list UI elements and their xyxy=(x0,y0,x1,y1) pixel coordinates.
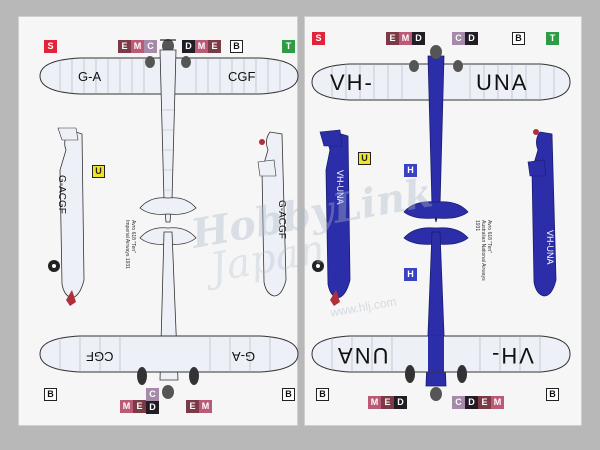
right-bottom-wing-reg-right: VH- xyxy=(490,343,534,368)
badge-right-top-s: S xyxy=(312,32,325,45)
badge-right-h2: H xyxy=(404,268,417,281)
right-top-wing-reg-left: VH- xyxy=(330,70,374,95)
left-bottom-nose-engine xyxy=(162,385,174,399)
badge-right-h1: H xyxy=(404,164,417,177)
badge-left-top-e1: E xyxy=(118,40,131,53)
right-engine-1 xyxy=(409,60,419,72)
left-side-view-reg: G-ACGF xyxy=(56,175,67,214)
badge-right-bottom-e1: E xyxy=(381,396,394,409)
right-caption-title: Avro 618 "Ten" xyxy=(486,220,492,253)
badge-right-top-d2: D xyxy=(465,32,478,45)
left-engine-nose xyxy=(162,39,174,53)
left-engine-2 xyxy=(181,56,191,68)
left-top-wing-ribs xyxy=(59,58,281,94)
badge-right-bottom-b2: B xyxy=(546,388,559,401)
right-bottom-gear-2 xyxy=(457,365,467,383)
badge-right-top-m: M xyxy=(399,32,412,45)
left-bottom-wing-reg-right: G-A xyxy=(232,349,256,364)
badge-left-top-d: D xyxy=(182,40,195,53)
left-side-view-tail xyxy=(57,127,79,141)
right-side-view2-tail xyxy=(527,159,547,177)
badge-left-bottom-b1: B xyxy=(44,388,57,401)
badge-right-bottom-e2: E xyxy=(478,396,491,409)
badge-right-top-e: E xyxy=(386,32,399,45)
badge-left-top-e2: E xyxy=(208,40,221,53)
badge-left-bottom-c: C xyxy=(146,388,159,401)
left-top-tailplane xyxy=(139,197,197,215)
badge-right-bottom-d1: D xyxy=(394,396,407,409)
badge-right-bottom-b1: B xyxy=(316,388,329,401)
left-bottom-gear-2 xyxy=(189,367,199,385)
right-side-view2-fuselage xyxy=(531,131,557,297)
right-top-fuselage xyxy=(427,55,445,223)
left-side-view2-reg: G-ACGF xyxy=(276,200,287,239)
badge-right-top-c: C xyxy=(452,32,465,45)
left-top-wing-reg-left: G-A xyxy=(78,69,102,84)
badge-left-top-m1: M xyxy=(131,40,144,53)
badge-left-top-b: B xyxy=(230,40,243,53)
badge-left-top-t: T xyxy=(282,40,295,53)
badge-right-bottom-m2: M xyxy=(491,396,504,409)
badge-left-bottom-d: D xyxy=(146,401,159,414)
right-bottom-gear-1 xyxy=(405,365,415,383)
left-bottom-wing xyxy=(39,335,299,373)
right-top-wing-reg-right: UNA xyxy=(476,70,529,95)
right-engine-nose xyxy=(430,45,442,59)
badge-right-bottom-c: C xyxy=(452,396,465,409)
badge-right-top-t: T xyxy=(546,32,559,45)
left-side-view2-engine xyxy=(259,139,265,145)
right-caption-subtitle: Australian National Airways xyxy=(480,220,486,281)
badge-left-u: U xyxy=(92,165,105,178)
badge-left-bottom-b2: B xyxy=(282,388,295,401)
badge-left-top-m2: M xyxy=(195,40,208,53)
badge-left-top-s: S xyxy=(44,40,57,53)
badge-right-top-d1: D xyxy=(412,32,425,45)
badge-right-bottom-d2: D xyxy=(465,396,478,409)
badge-right-bottom-m1: M xyxy=(368,396,381,409)
left-caption-title: Avro 618 "Ten" xyxy=(130,220,136,253)
right-side-view2-reg: VH-UNA xyxy=(545,230,555,265)
badge-left-bottom-m1: M xyxy=(120,400,133,413)
right-caption-year: 1931 xyxy=(474,220,480,232)
right-side-view-fuselage xyxy=(325,131,351,299)
left-side-view2-tail xyxy=(257,159,277,177)
left-side-view-engine xyxy=(66,290,76,306)
right-bottom-wing-reg-left: UNA xyxy=(336,343,389,368)
right-side-view-engine xyxy=(330,290,340,306)
right-side-view-reg: VH-UNA xyxy=(335,170,345,205)
badge-left-bottom-e2: E xyxy=(186,400,199,413)
badge-left-bottom-e1: E xyxy=(133,400,146,413)
right-engine-2 xyxy=(453,60,463,72)
badge-right-top-b: B xyxy=(512,32,525,45)
right-top-tailplane xyxy=(403,201,469,219)
right-bottom-nose-engine xyxy=(430,387,442,401)
left-caption-subtitle: Imperial Airways 1931 xyxy=(124,220,130,269)
badge-left-top-c: C xyxy=(144,40,157,53)
badge-left-bottom-m2: M xyxy=(199,400,212,413)
left-top-wing-reg-right: CGF xyxy=(228,69,256,84)
left-bottom-wing-reg-left: CGF xyxy=(86,349,114,364)
left-engine-1 xyxy=(145,56,155,68)
right-side-view2-engine xyxy=(533,129,539,135)
left-bottom-gear-1 xyxy=(137,367,147,385)
badge-right-u: U xyxy=(358,152,371,165)
right-side-view-tail xyxy=(319,129,343,147)
